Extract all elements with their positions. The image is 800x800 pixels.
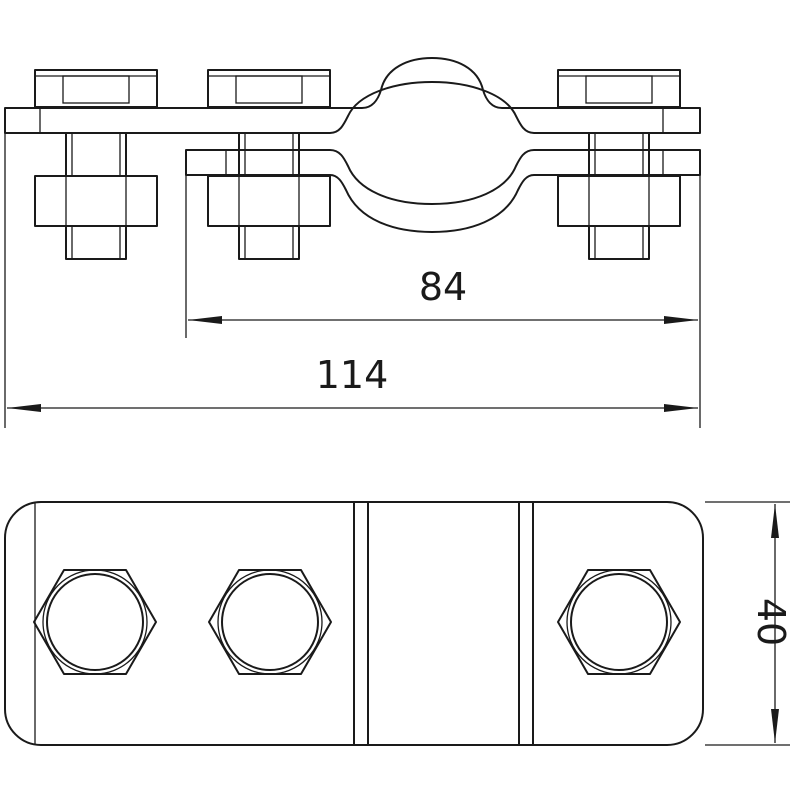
bolt-shank-middle [207,132,331,260]
front-view: 84 114 [4,57,701,428]
bolt-head-left [34,69,158,108]
top-view: 40 [4,501,793,746]
dimension-114-label: 114 [316,353,389,397]
bolt-shank-left [34,132,158,260]
upper-clamp-plate [4,57,701,134]
dimension-84: 84 [185,175,701,338]
lower-clamp-plate [185,149,701,233]
dimension-40-label: 40 [749,598,793,646]
bolt-shank-right [557,132,681,260]
bolt-head-middle [207,69,331,108]
dimension-84-label: 84 [419,265,467,309]
hex-nut-left [33,569,157,675]
dimension-40: 40 [705,501,793,746]
bolt-head-right [557,69,681,108]
hex-nut-right [557,569,681,675]
dimension-114: 114 [4,133,701,428]
hex-nut-middle [208,569,332,675]
